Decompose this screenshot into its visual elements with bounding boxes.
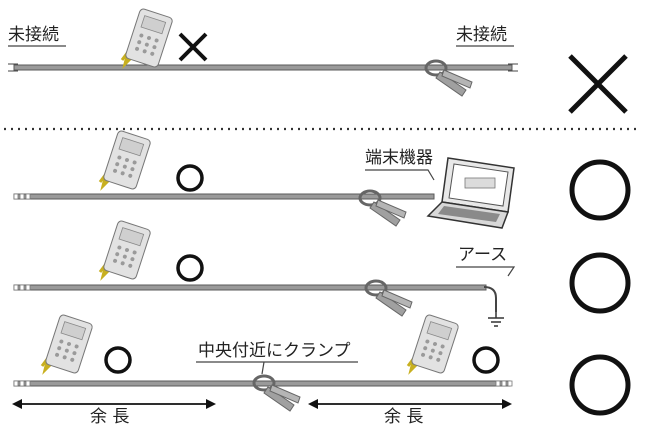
verdict-cross-icon (568, 54, 628, 114)
label-ground: アース (458, 245, 507, 265)
cable-row2 (13, 193, 435, 200)
slack-arrow-right (308, 399, 512, 409)
tester-circle-icon-left (104, 346, 132, 374)
cable-dashed-end-left (13, 380, 31, 387)
ground-wire (483, 286, 497, 312)
tester-circle-icon (176, 254, 204, 282)
tester-icon-left (40, 312, 95, 376)
label-unconnected-left: 未接続 (8, 25, 59, 45)
verdict-circle-icon (569, 159, 631, 221)
tester-circle-icon-right (472, 346, 500, 374)
label-slack-right: 余 長 (384, 407, 423, 425)
tester-icon-right (406, 312, 461, 376)
verdict-circle-icon (569, 354, 631, 416)
cable-row4 (13, 380, 511, 387)
laptop-icon (426, 157, 515, 229)
tester-cross-icon (178, 32, 208, 62)
cable-end-left (8, 63, 18, 72)
cable-dashed-end (13, 284, 31, 291)
slack-arrow-left (12, 399, 216, 409)
verdict-circle-icon (569, 252, 631, 314)
cable-row3 (13, 284, 487, 291)
cable-end-right (508, 63, 518, 72)
cable-dashed-end-right (495, 380, 513, 387)
row-terminal-device: 端末機器 (13, 128, 631, 229)
label-terminal-device: 端末機器 (365, 148, 433, 168)
tester-icon (98, 218, 153, 282)
leader-clamp-tick (261, 361, 265, 375)
tester-icon (98, 128, 153, 192)
row-ground: アース (13, 218, 631, 327)
label-unconnected-right: 未接続 (456, 25, 507, 45)
leader-terminal (365, 169, 435, 181)
cable-row1 (13, 64, 513, 71)
cable-dashed-end (13, 193, 31, 200)
label-clamp-center: 中央付近にクランプ (198, 341, 351, 361)
tester-icon (120, 6, 175, 70)
row-unconnected: 未接続 未接続 (8, 6, 628, 114)
row-clamp-center: 中央付近にクランプ 余 長 余 長 (12, 312, 631, 425)
tester-circle-icon (176, 164, 204, 192)
ground-icon (488, 312, 504, 327)
label-slack-left: 余 長 (90, 407, 129, 425)
leader-ground (456, 266, 516, 277)
